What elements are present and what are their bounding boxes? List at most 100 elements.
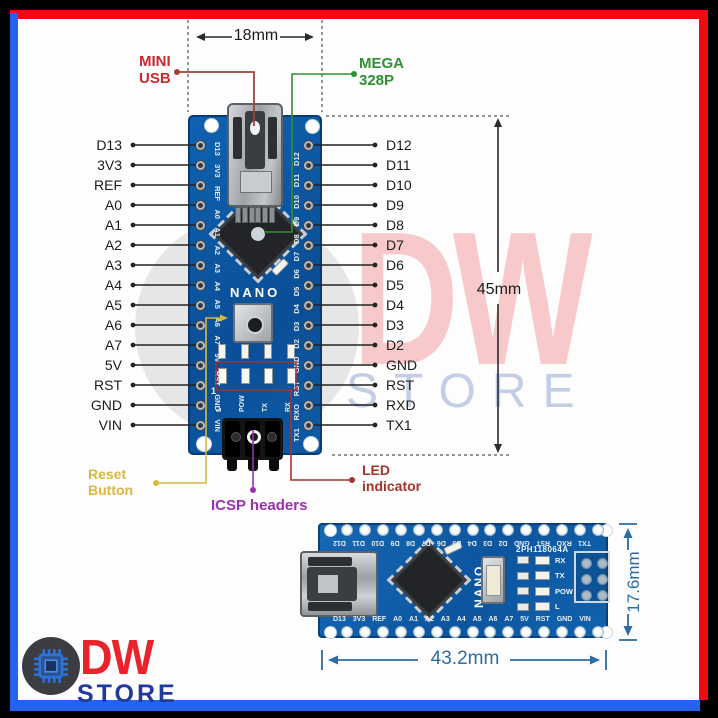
pin-pad <box>195 299 206 311</box>
usb-hole <box>250 121 260 135</box>
pin-label-right: D2 <box>386 337 404 353</box>
icsp-nub <box>227 459 237 471</box>
mini-usb-connector-photo <box>300 551 378 617</box>
pin-label-right: D4 <box>386 297 404 313</box>
pin-pad <box>303 279 314 291</box>
pin-label-left: A1 <box>104 217 122 233</box>
resistor <box>241 344 249 359</box>
usb-solder-pins <box>235 207 275 223</box>
pin-pad <box>303 239 314 251</box>
store-logo-sub: STORE <box>77 680 178 708</box>
pin-pad <box>195 159 206 171</box>
store-logo-badge <box>22 637 80 695</box>
pin-label-right: RXD <box>386 397 416 413</box>
led-label: TX <box>555 571 565 580</box>
led-label: L <box>216 407 223 412</box>
frame-left-bar <box>10 13 18 710</box>
icsp-hole <box>597 574 608 585</box>
usb-slot <box>308 557 352 566</box>
mounting-hole <box>324 524 337 537</box>
pin-pad <box>303 399 314 411</box>
mini-usb-connector <box>227 103 283 207</box>
pin-label-left: A6 <box>104 317 122 333</box>
pin-pad <box>412 524 425 536</box>
silkscreen-label: D8 <box>406 539 416 546</box>
pin-pad <box>520 524 533 536</box>
silkscreen-label: D11 <box>292 173 301 188</box>
pin-label-left: A7 <box>104 337 122 353</box>
pin-pad <box>195 199 206 211</box>
pin-pad <box>376 626 389 638</box>
frame-top-bar <box>10 10 708 19</box>
silkscreen-label: D4 <box>467 539 477 546</box>
chip-center-dot <box>251 227 265 241</box>
pin-pad <box>394 626 407 638</box>
led-label: L <box>555 602 560 611</box>
chip-marking: 2PH118064A <box>516 545 569 554</box>
pin-pad <box>358 626 371 638</box>
silkscreen-label: RST <box>213 370 222 386</box>
icsp-header-photo <box>574 551 610 603</box>
pin-label-right: RST <box>386 377 414 393</box>
pin-pad <box>303 359 314 371</box>
silkscreen-label: A0 <box>213 209 222 219</box>
photo-dim-height-label: 17.6mm <box>624 551 643 613</box>
dim-width-label: 18mm <box>233 27 279 44</box>
pin-label-right: D6 <box>386 257 404 273</box>
pin-pad <box>574 524 587 536</box>
pin-label-left: VIN <box>98 417 122 433</box>
silkscreen-label: GND <box>556 616 573 623</box>
silkscreen-label: 3V3 <box>213 164 222 178</box>
silkscreen-label: D13 <box>213 142 222 156</box>
led-row: RX <box>517 555 566 565</box>
chip-icon <box>34 649 68 683</box>
icsp-hole <box>581 558 592 569</box>
pin-pad <box>195 379 206 391</box>
silkscreen-label: GND <box>292 356 301 374</box>
pin-pad <box>195 399 206 411</box>
silkscreen-label: REF <box>372 616 387 623</box>
pin-label-left: REF <box>94 177 122 193</box>
silkscreen-label: A5 <box>213 299 222 309</box>
pin-pad <box>303 219 314 231</box>
pin-label-left: A2 <box>104 237 122 253</box>
silkscreen-label: A1 <box>213 227 222 237</box>
frame-bottom-bar <box>10 700 700 711</box>
pin-pad <box>502 626 515 638</box>
icsp-nub <box>248 459 258 471</box>
usb-lip <box>240 171 272 193</box>
pin-label-right: D12 <box>386 137 412 153</box>
silkscreen-label: D10 <box>371 539 385 546</box>
pin-pad <box>448 626 461 638</box>
resistor <box>517 587 529 595</box>
pin-pad <box>303 199 314 211</box>
led-row: TX <box>517 571 565 580</box>
pin-pad <box>412 626 425 638</box>
silkscreen-label: D12 <box>333 539 346 546</box>
silkscreen-label: A2 <box>424 616 434 623</box>
led-label: RX <box>555 555 566 565</box>
pin-pad <box>195 359 206 371</box>
pin-pad <box>303 419 314 431</box>
pin-pad <box>303 379 314 391</box>
silkscreen-label: REF <box>213 185 222 201</box>
pin-pad <box>466 626 479 638</box>
pin-pad <box>538 524 551 536</box>
silkscreen-label: RXO <box>556 539 572 546</box>
silkscreen-label: 3V3 <box>352 616 366 623</box>
led <box>535 555 550 565</box>
silkscreen-label: D9 <box>390 539 400 546</box>
silkscreen-label: D3 <box>292 321 301 332</box>
led-label: POW <box>555 586 573 596</box>
silkscreen-label: 5V <box>520 616 529 623</box>
pin-pad <box>303 339 314 351</box>
pin-pad <box>592 524 604 536</box>
pin-label-right: D10 <box>386 177 412 193</box>
silkscreen-label: A6 <box>488 616 498 623</box>
pin-label-right: D11 <box>386 157 411 173</box>
silkscreen-label: D11 <box>352 539 365 546</box>
pin-label-left: RST <box>94 377 122 393</box>
pin-pad <box>195 239 206 251</box>
silkscreen-label: GND <box>514 539 530 546</box>
